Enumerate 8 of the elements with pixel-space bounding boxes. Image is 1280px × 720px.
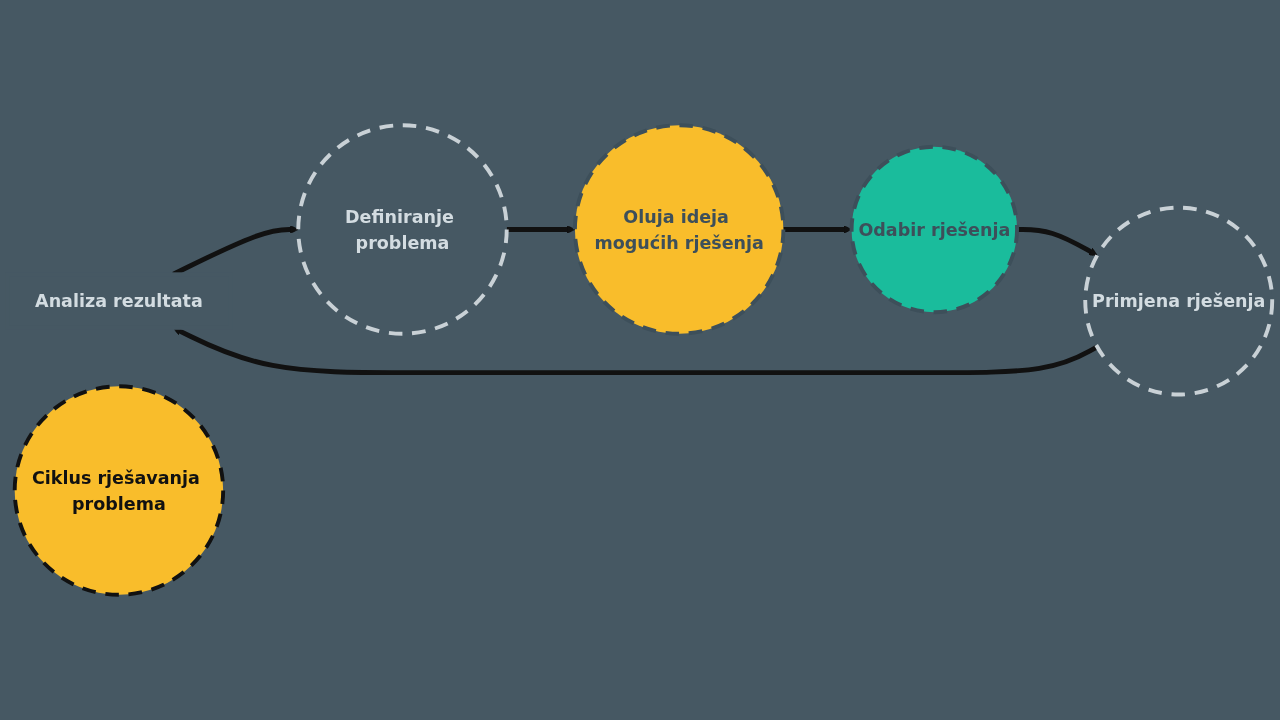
- node-circle: Primjena rješenja: [1083, 205, 1275, 397]
- node-text: Analiza rezultata: [35, 290, 203, 312]
- node-circle: Definiranje problema: [296, 123, 509, 336]
- node-circle: Ciklus rješavanja problema: [12, 384, 226, 597]
- arrow: [783, 225, 852, 234]
- node-circle: Oluja ideja mogućih rješenja: [572, 123, 786, 336]
- node-circle: Odabir rješenja: [849, 144, 1019, 315]
- arrow: [1017, 227, 1098, 256]
